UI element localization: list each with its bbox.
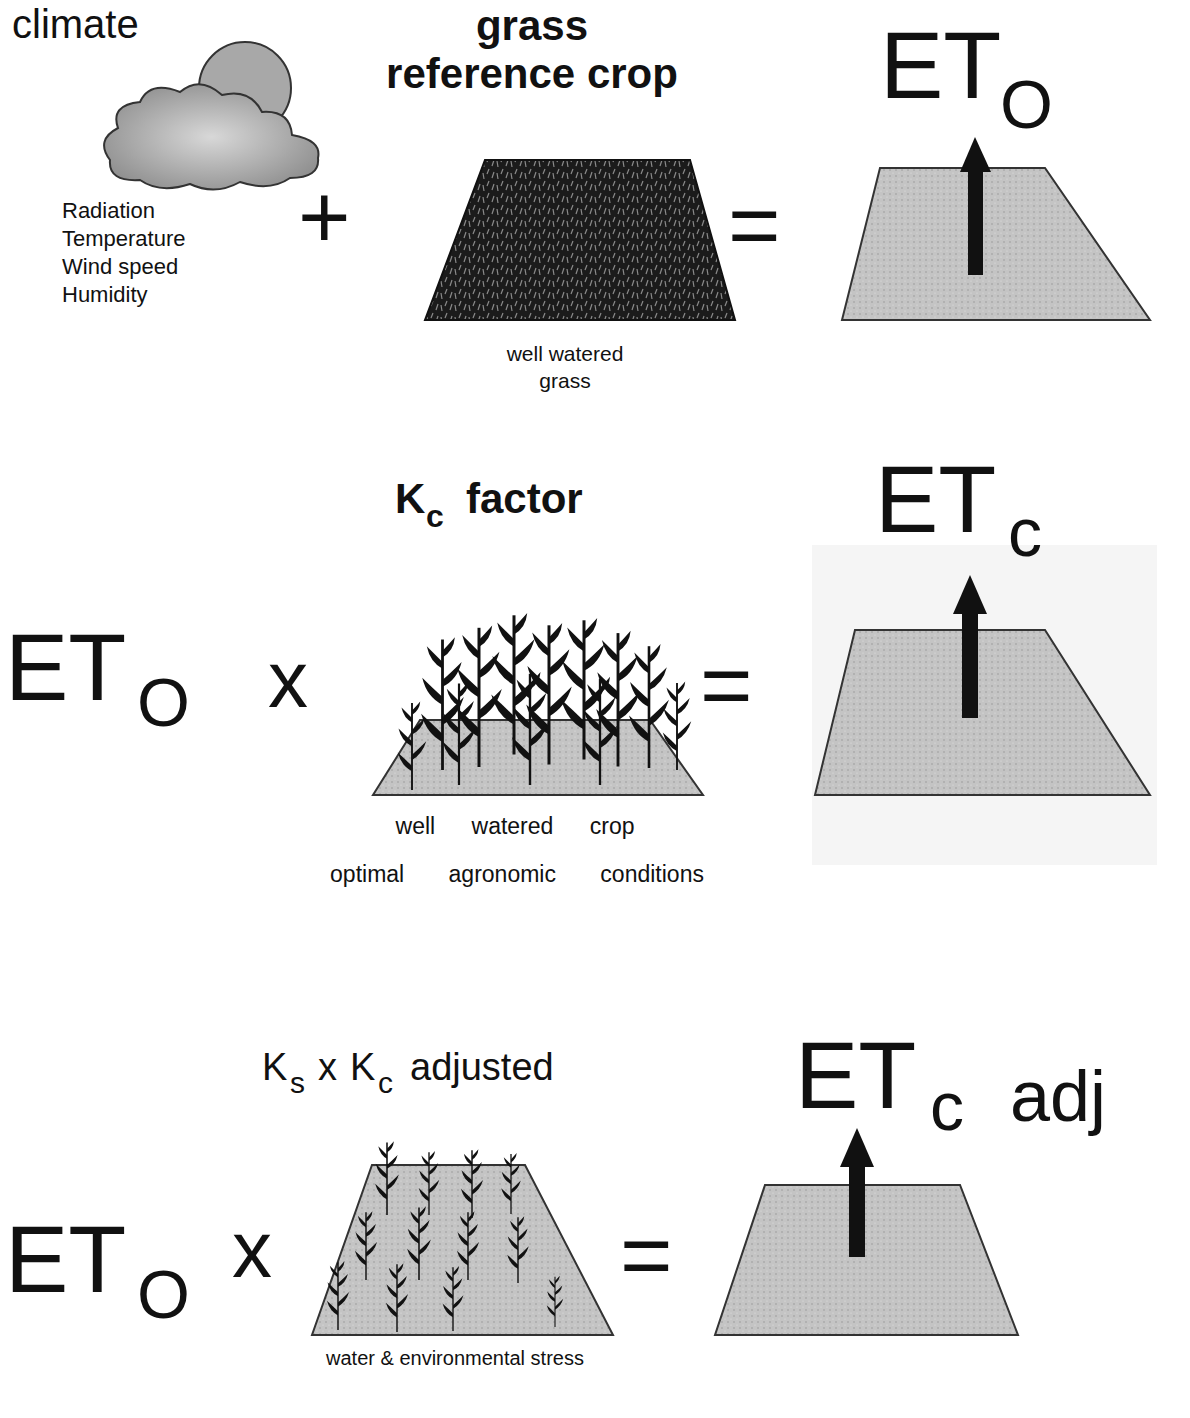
plant bbox=[507, 1216, 529, 1283]
label-text: well watered grass bbox=[480, 340, 650, 395]
plant bbox=[663, 682, 692, 771]
label-text: O bbox=[1000, 70, 1053, 138]
label-text: Radiation bbox=[62, 200, 155, 222]
label-text: c bbox=[930, 1072, 964, 1140]
arrow-head bbox=[953, 575, 987, 614]
label-text: = bbox=[620, 1210, 673, 1300]
label-text: factor bbox=[466, 478, 583, 520]
arrow-shaft bbox=[849, 1165, 865, 1257]
et-surface bbox=[815, 630, 1150, 795]
label-text: well watered crop bbox=[396, 815, 635, 838]
plant bbox=[457, 1211, 479, 1280]
grass-field bbox=[425, 160, 735, 320]
label-text: O bbox=[137, 668, 190, 736]
plant bbox=[442, 682, 475, 785]
label-text: climate bbox=[12, 4, 139, 44]
label-text: adjusted bbox=[410, 1048, 554, 1086]
plant bbox=[419, 1151, 440, 1215]
label-text: adj bbox=[1010, 1060, 1106, 1132]
arrow-shaft bbox=[968, 170, 983, 275]
et-arrow bbox=[960, 137, 991, 275]
label-text: K bbox=[350, 1048, 375, 1086]
cloud-shape bbox=[104, 84, 318, 189]
plant bbox=[355, 1211, 377, 1280]
crop-plants bbox=[398, 613, 692, 790]
label-text: ET bbox=[795, 1028, 916, 1123]
arrow-shaft bbox=[962, 612, 978, 718]
label-text: c bbox=[426, 500, 444, 532]
label-text: ET bbox=[875, 452, 996, 547]
plant bbox=[547, 1276, 563, 1327]
arrow-head bbox=[960, 137, 991, 172]
plant bbox=[501, 1153, 521, 1214]
label-text: x bbox=[232, 1210, 272, 1290]
et-surface bbox=[715, 1185, 1018, 1335]
label-text: + bbox=[298, 172, 351, 262]
label-text: Temperature bbox=[62, 228, 186, 250]
plant bbox=[327, 1261, 349, 1330]
label-text: Humidity bbox=[62, 284, 148, 306]
label-text: ET bbox=[880, 18, 1001, 113]
et-arrow bbox=[840, 1128, 874, 1257]
plant bbox=[461, 1149, 483, 1218]
label-text: c bbox=[1008, 498, 1042, 566]
plant bbox=[386, 1263, 408, 1332]
label-text: ET bbox=[5, 1212, 126, 1307]
et-arrow bbox=[953, 575, 987, 718]
stressed-plants bbox=[327, 1141, 563, 1332]
label-text: grass reference crop bbox=[382, 2, 682, 99]
panel-shade bbox=[812, 545, 1157, 865]
plant bbox=[375, 1141, 399, 1215]
label-text: K bbox=[395, 478, 425, 520]
cloud bbox=[104, 84, 318, 189]
plant bbox=[407, 1206, 431, 1280]
crop-field bbox=[373, 720, 703, 795]
label-text: optimal agronomic conditions bbox=[330, 863, 704, 886]
plant bbox=[583, 677, 618, 785]
et-surface bbox=[842, 168, 1150, 320]
label-text: x bbox=[268, 640, 308, 720]
plant bbox=[443, 1266, 464, 1331]
plant bbox=[512, 672, 548, 785]
label-text: = bbox=[700, 640, 753, 730]
label-text: O bbox=[137, 1260, 190, 1328]
label-text: c bbox=[378, 1068, 393, 1098]
arrow-head bbox=[840, 1128, 874, 1167]
plant bbox=[629, 644, 669, 768]
label-text: Wind speed bbox=[62, 256, 178, 278]
label-text: s bbox=[290, 1068, 305, 1098]
label-text: x bbox=[318, 1048, 337, 1086]
label-text: water & environmental stress bbox=[325, 1345, 585, 1372]
label-text: = bbox=[728, 180, 781, 270]
label-text: K bbox=[262, 1048, 287, 1086]
label-text: ET bbox=[5, 620, 126, 715]
